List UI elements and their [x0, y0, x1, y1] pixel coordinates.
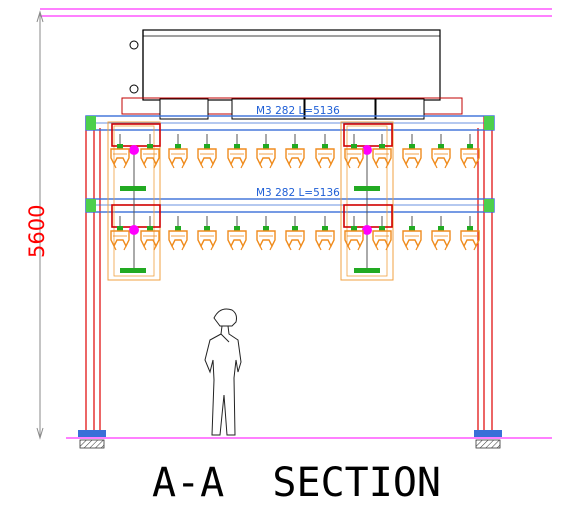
- gripper-hook-icon: [140, 133, 160, 169]
- lower-hook-row: [110, 215, 480, 251]
- trolley-left: [107, 121, 161, 281]
- gripper-hook-icon: [285, 133, 305, 169]
- top-equipment-cabinet: [121, 29, 463, 120]
- gripper-hook-icon: [460, 133, 480, 169]
- gripper-hook-icon: [431, 133, 451, 169]
- gripper-hook-icon: [168, 215, 188, 251]
- ground-hatch-icon: [78, 430, 106, 449]
- gripper-hook-icon: [344, 133, 364, 169]
- section-title: A-A SECTION: [152, 460, 441, 506]
- height-dimension-text: 5600: [25, 205, 49, 258]
- gripper-hook-icon: [227, 133, 247, 169]
- gripper-hook-icon: [197, 133, 217, 169]
- human-figure-icon: [204, 308, 242, 436]
- gripper-hook-icon: [315, 215, 335, 251]
- cabinet-port-icon: [129, 40, 139, 50]
- frame-columns: [85, 116, 493, 432]
- gripper-hook-icon: [372, 133, 392, 169]
- trolley-right: [340, 121, 394, 281]
- gripper-hook-icon: [256, 215, 276, 251]
- gripper-hook-icon: [197, 215, 217, 251]
- height-dimension: 5600: [25, 10, 49, 440]
- upper-beam: M3 282 L=5136: [85, 105, 495, 131]
- gripper-hook-icon: [460, 215, 480, 251]
- gripper-hook-icon: [227, 215, 247, 251]
- gripper-hook-icon: [402, 215, 422, 251]
- upper-beam-label: M3 282 L=5136: [256, 105, 340, 117]
- gripper-hook-icon: [168, 133, 188, 169]
- gripper-hook-icon: [431, 215, 451, 251]
- upper-hook-row: [110, 133, 480, 169]
- gripper-hook-icon: [372, 215, 392, 251]
- gripper-hook-icon: [344, 215, 364, 251]
- gripper-hook-icon: [402, 133, 422, 169]
- lower-beam: M3 282 L=5136: [85, 187, 495, 213]
- ground-hatch-icon: [474, 430, 502, 449]
- gripper-hook-icon: [285, 215, 305, 251]
- cabinet-port-icon: [129, 84, 139, 94]
- gripper-hook-icon: [315, 133, 335, 169]
- gripper-hook-icon: [140, 215, 160, 251]
- lower-beam-label: M3 282 L=5136: [256, 187, 340, 199]
- gripper-hook-icon: [256, 133, 276, 169]
